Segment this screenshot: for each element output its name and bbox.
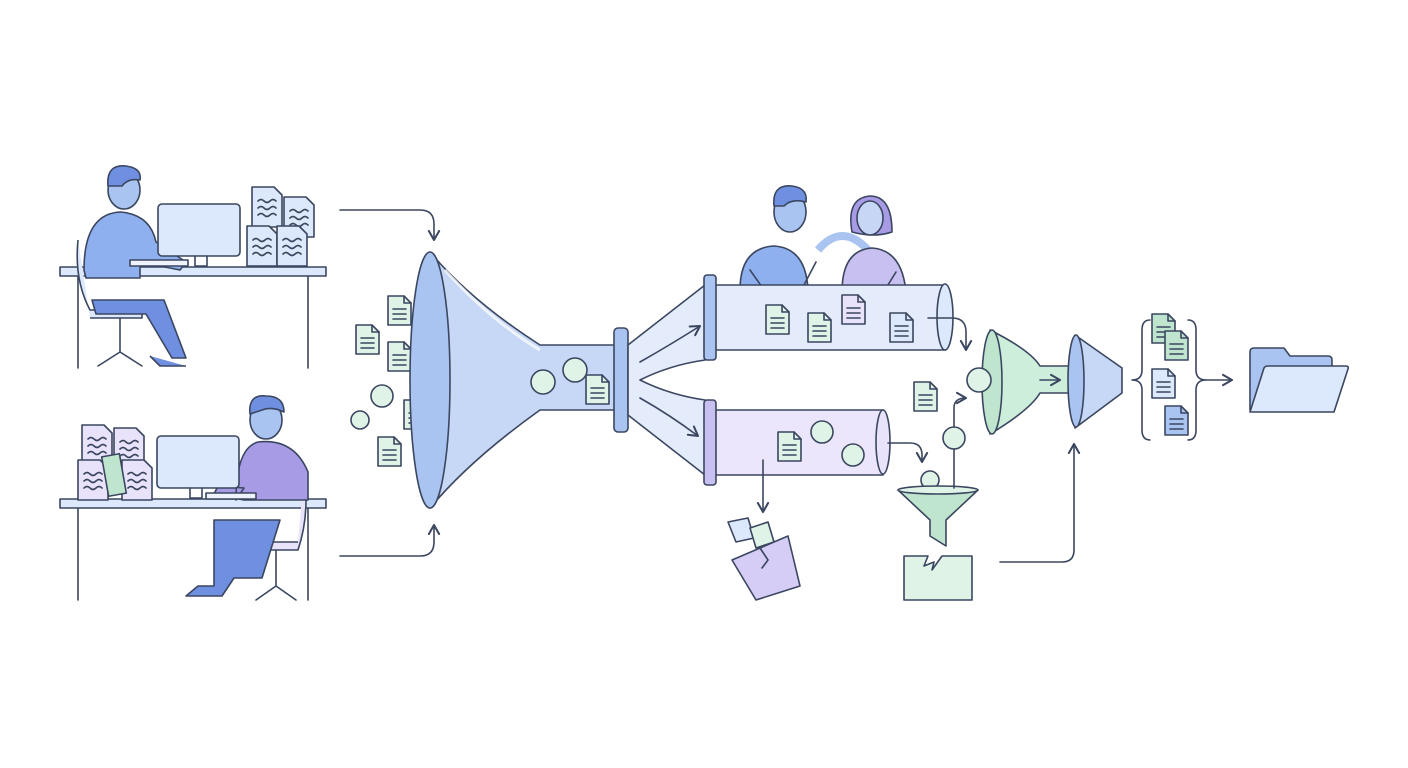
document-stack [246, 186, 315, 267]
computer-monitor [156, 435, 257, 500]
desk-legs [77, 507, 309, 601]
arrow-top-input [339, 209, 441, 242]
workstation-bottom [59, 395, 327, 601]
filter-funnel-blue [1067, 334, 1123, 429]
keyboard [129, 259, 189, 267]
funnel-flange [613, 327, 629, 433]
desk [59, 266, 327, 277]
desk-legs [77, 275, 309, 369]
reviewer-man [739, 185, 817, 305]
arrow-bottom-input [339, 523, 441, 557]
pipe-splitter [627, 284, 706, 476]
reviewer-woman [841, 195, 907, 305]
computer-monitor [129, 203, 241, 267]
rejected-broken-folder [727, 517, 801, 601]
intake-funnel [409, 251, 629, 509]
collaboration-link [814, 232, 871, 253]
workstation-top [59, 165, 327, 369]
arrow-return [999, 442, 1081, 563]
filter-funnel-small [897, 381, 979, 601]
broken-box [903, 555, 973, 601]
review-tube-top [703, 274, 973, 361]
keyboard [205, 492, 257, 500]
review-tube-bottom [703, 399, 929, 514]
filter-funnel-green [966, 329, 1076, 435]
document-stack [77, 424, 153, 501]
folder-icon [1249, 347, 1350, 413]
organized-documents [1131, 313, 1234, 441]
desk [59, 498, 327, 509]
